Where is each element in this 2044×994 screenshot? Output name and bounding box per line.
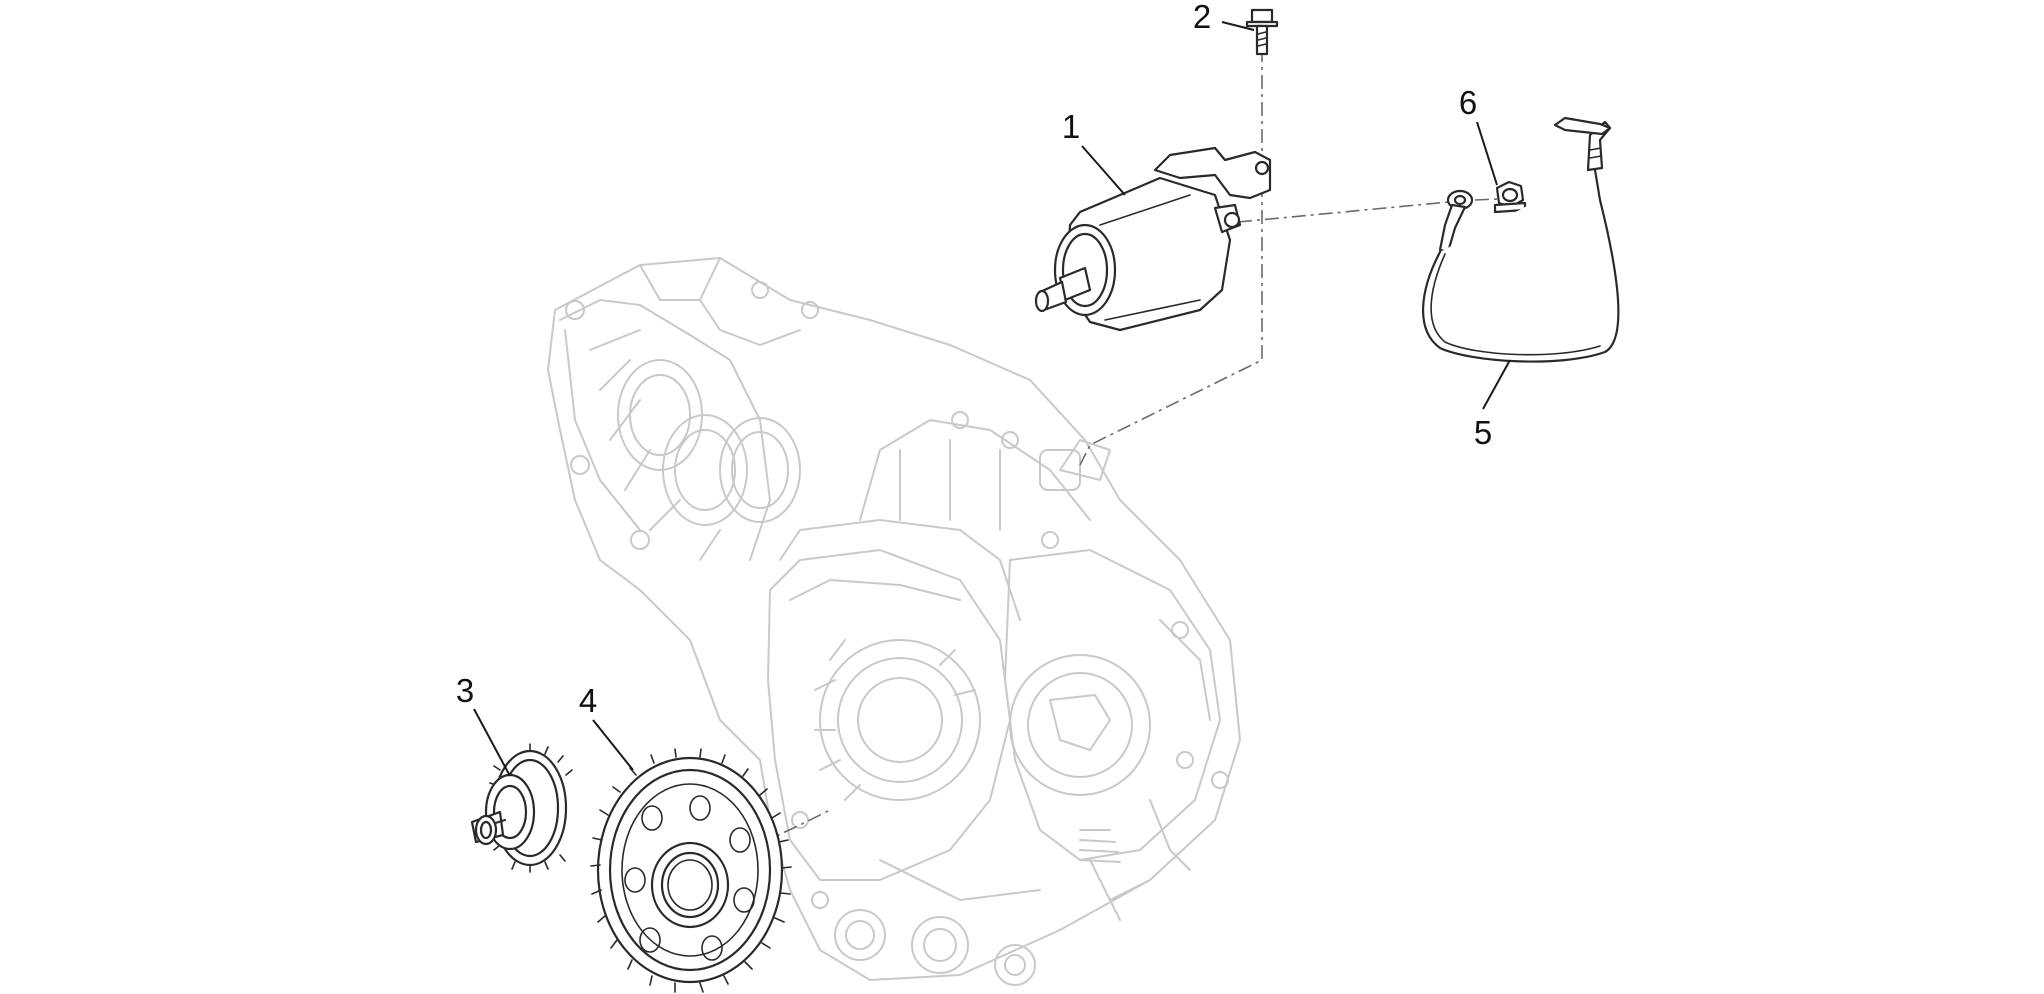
callout-4: 4 — [579, 682, 597, 719]
assembly-lines — [734, 48, 1521, 856]
callout-labels: 1 2 3 4 5 6 — [456, 0, 1492, 719]
engine-crankcase-outline — [547, 257, 1241, 986]
nut-part — [1493, 180, 1527, 214]
callout-5: 5 — [1474, 414, 1492, 451]
callout-6: 6 — [1459, 84, 1477, 121]
leader-lines — [473, 21, 1511, 777]
large-gear-part — [590, 748, 792, 993]
screw-part — [1245, 8, 1279, 56]
starter-motor-part — [1034, 146, 1272, 332]
cable-part — [1421, 116, 1620, 363]
callout-1: 1 — [1062, 108, 1080, 145]
callout-3: 3 — [456, 672, 474, 709]
callout-2: 2 — [1193, 0, 1211, 35]
idler-gear-part — [470, 743, 573, 873]
